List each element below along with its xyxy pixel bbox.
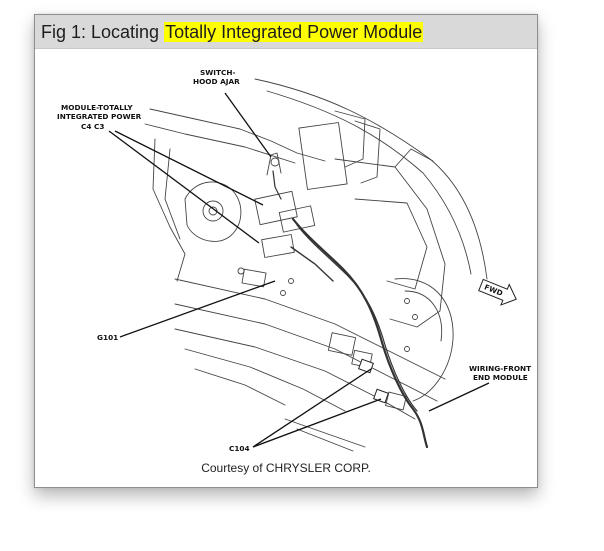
label-module-tipm-2: INTEGRATED POWER <box>57 112 142 121</box>
label-switch-hood-ajar-2: HOOD AJAR <box>193 77 240 86</box>
tipm-module <box>254 190 298 226</box>
forward-arrow-icon: FWD <box>478 278 517 306</box>
label-module-connectors: C4 C3 <box>81 122 104 131</box>
fender-outline <box>334 158 446 328</box>
label-wiring-front-1: WIRING-FRONT <box>469 364 531 373</box>
label-c104: C104 <box>229 444 250 453</box>
figure-card: Fig 1: Locating Totally Integrated Power… <box>34 14 538 488</box>
figure-title: Fig 1: Locating Totally Integrated Power… <box>41 21 424 43</box>
wiring-harness <box>291 217 429 449</box>
label-g101: G101 <box>97 333 118 342</box>
figure-title-bar: Fig 1: Locating Totally Integrated Power… <box>35 15 537 49</box>
figure-title-prefix: Fig 1: Locating <box>41 22 165 42</box>
hood-inner-edge <box>266 90 472 275</box>
label-wiring-front-2: END MODULE <box>473 373 528 382</box>
label-module-tipm-1: MODULE-TOTALLY <box>61 103 133 112</box>
engine-bay-diagram: FWD SWITCH- HOOD AJAR MODULE-TOTALLY INT… <box>57 68 531 453</box>
figure-title-highlight: Totally Integrated Power Module <box>164 22 424 42</box>
label-switch-hood-ajar-1: SWITCH- <box>200 68 236 77</box>
figure-caption: Courtesy of CHRYSLER CORP. <box>201 461 371 475</box>
frame-rail <box>174 278 446 380</box>
strut-tower <box>184 181 242 242</box>
firewall <box>149 108 326 162</box>
